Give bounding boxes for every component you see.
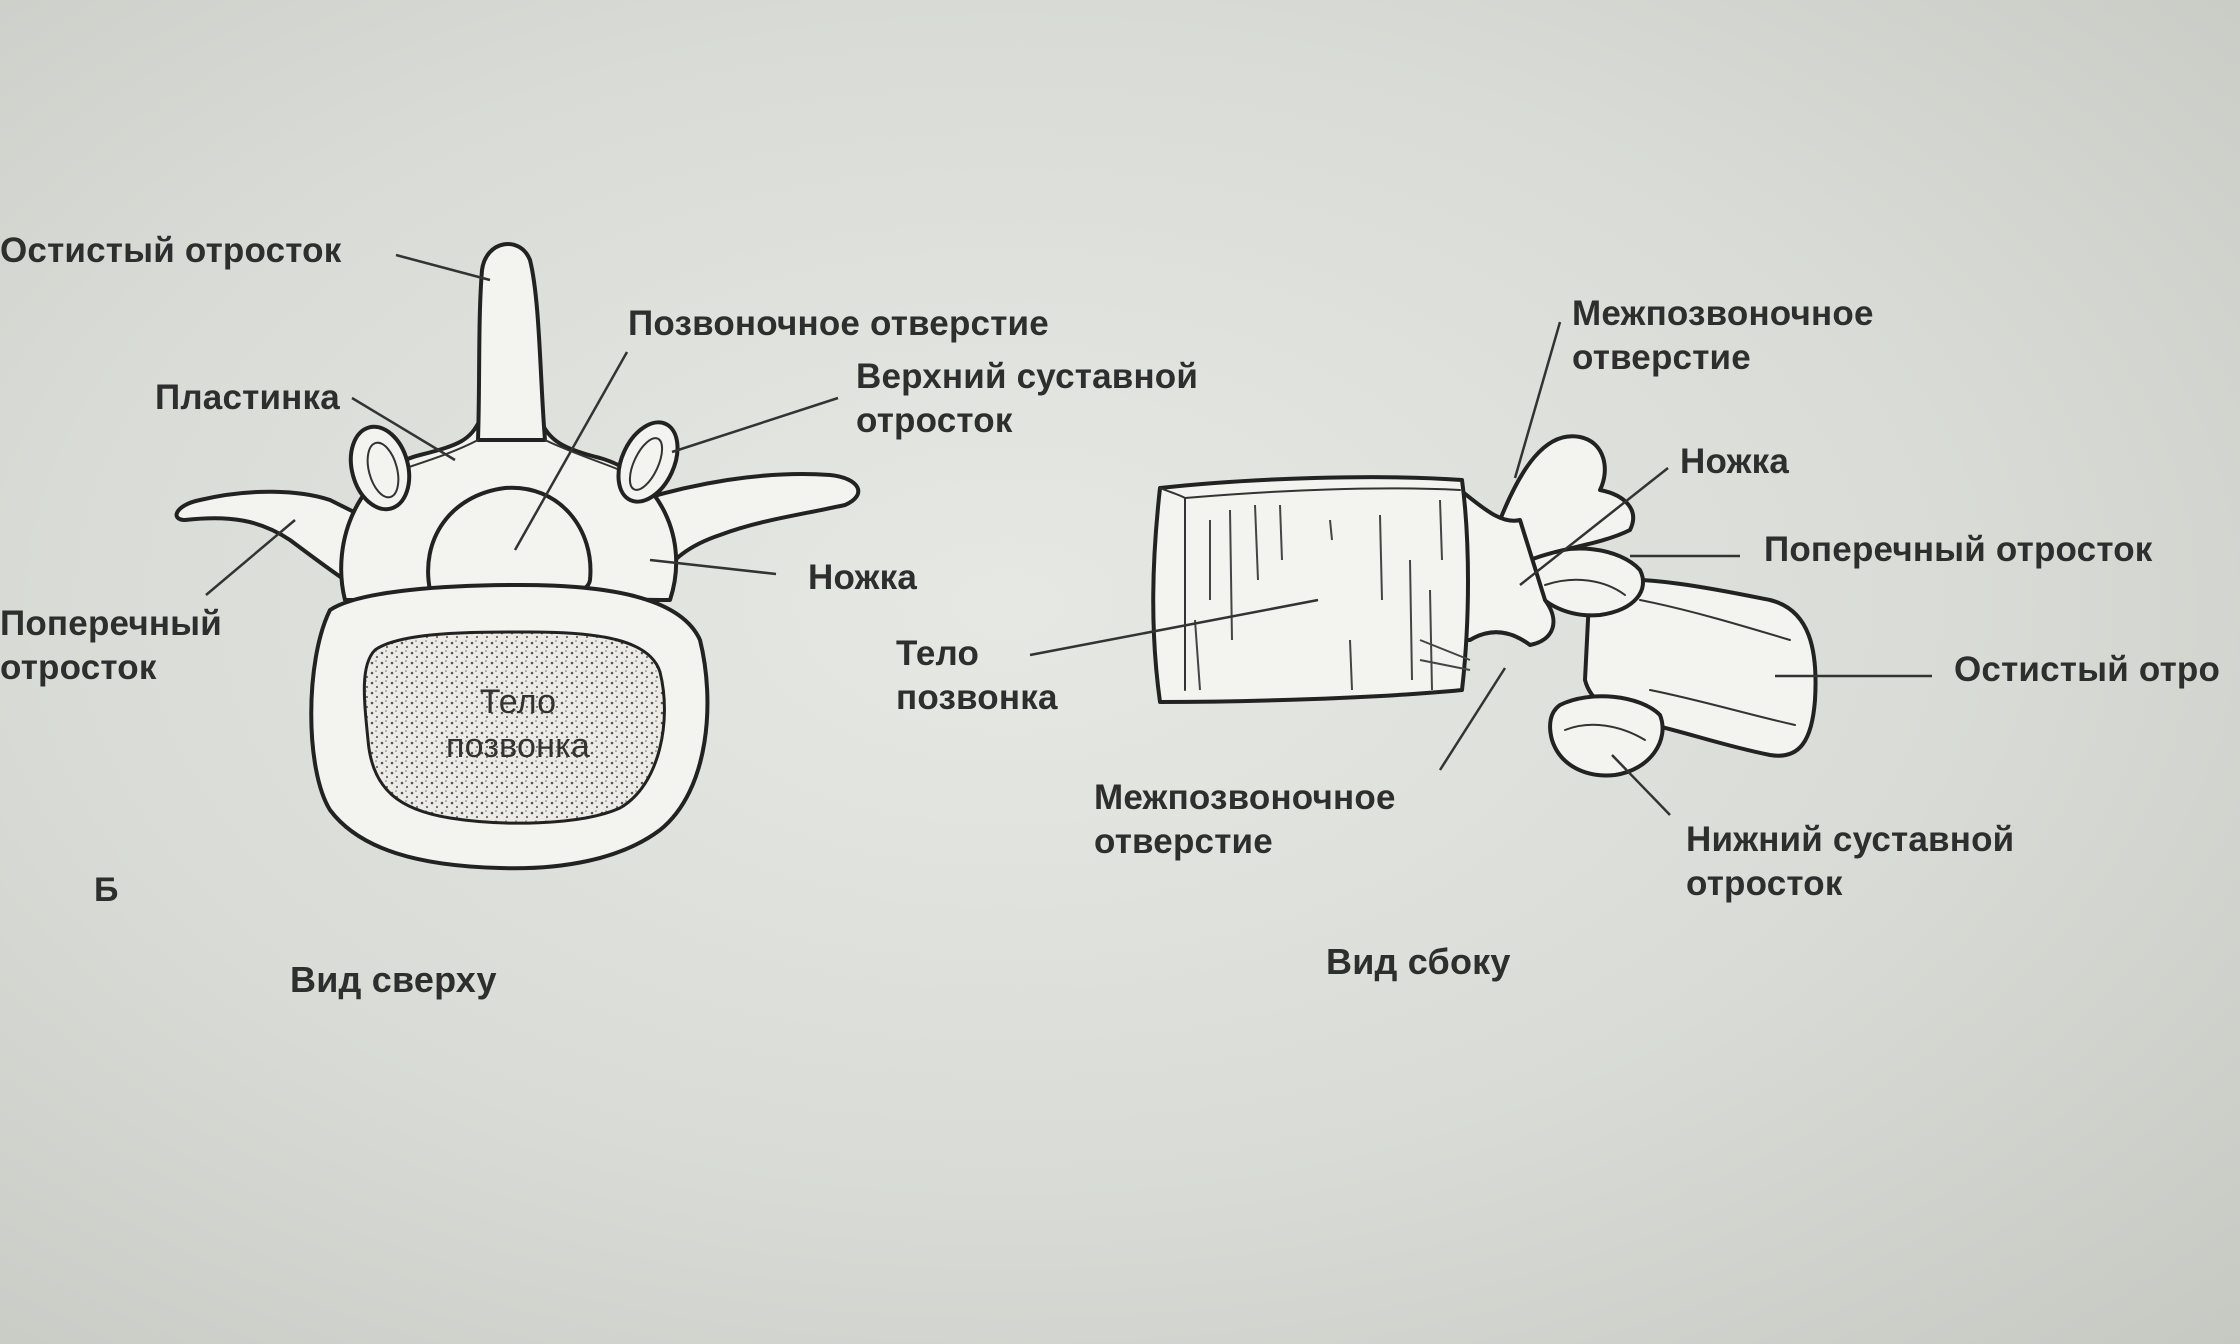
label-inferior-articular-line1: Нижний суставной [1686,820,2015,859]
side-view-drawing [1151,434,1818,778]
label-body-side-line2: позвонка [896,678,1058,717]
top-transverse-process-left [174,489,372,582]
side-transverse-process [1528,546,1646,618]
label-vertebral-body-top: Тело позвонка [418,680,618,768]
label-intervertebral-top-line1: Межпозвоночное [1572,294,1874,333]
side-superior-articular-process [1498,434,1636,562]
label-vertebral-body-side: Тело позвонка [896,632,1058,720]
label-pedicle-side: Ножка [1680,442,1789,481]
label-superior-articular-line1: Верхний суставной [856,357,1199,396]
label-intervertebral-bottom-line1: Межпозвоночное [1094,778,1396,817]
label-intervertebral-bottom-line2: отверстие [1094,822,1273,861]
side-inferior-articular-process [1548,694,1665,778]
top-transverse-process-right [618,472,861,582]
label-transverse-top-line2: отросток [0,648,157,687]
side-pedicle [1458,488,1556,647]
top-spinous-process [476,242,547,442]
label-superior-articular-line2: отросток [856,401,1013,440]
label-transverse-process-top: Поперечный отросток [0,602,222,690]
label-spinous-process-side: Остистый отро [1954,650,2221,689]
caption-side-view: Вид сбоку [1326,941,1511,982]
figure-letter: Б [94,871,119,909]
caption-top-view: Вид сверху [290,959,497,1000]
label-intervertebral-foramen-bottom: Межпозвоночное отверстие [1094,776,1396,864]
top-view-leaders [205,253,839,596]
top-superior-articular-right [616,420,680,504]
top-superior-articular-left [348,424,412,512]
label-transverse-top-line1: Поперечный [0,604,222,643]
label-body-top-line1: Тело [479,683,557,721]
label-inferior-articular-process: Нижний суставной отросток [1686,818,2014,906]
side-view-leaders [1029,321,1932,816]
label-body-top-line2: позвонка [445,727,591,765]
label-intervertebral-top-line2: отверстие [1572,338,1751,377]
label-intervertebral-foramen-top: Межпозвоночное отверстие [1572,292,1874,380]
top-vertebral-body-inner [362,630,666,825]
label-vertebral-foramen: Позвоночное отверстие [628,304,1049,343]
label-pedicle-top: Ножка [808,558,917,597]
label-lamina: Пластинка [155,378,340,417]
label-superior-articular-process: Верхний суставной отросток [856,355,1198,443]
label-transverse-process-side: Поперечный отросток [1764,530,2153,569]
label-inferior-articular-line2: отросток [1686,864,1843,903]
label-spinous-process-top: Остистый отросток [0,231,342,270]
top-view-drawing [174,242,861,871]
label-body-side-line1: Тело [896,634,980,673]
side-vertebral-body [1151,475,1470,704]
